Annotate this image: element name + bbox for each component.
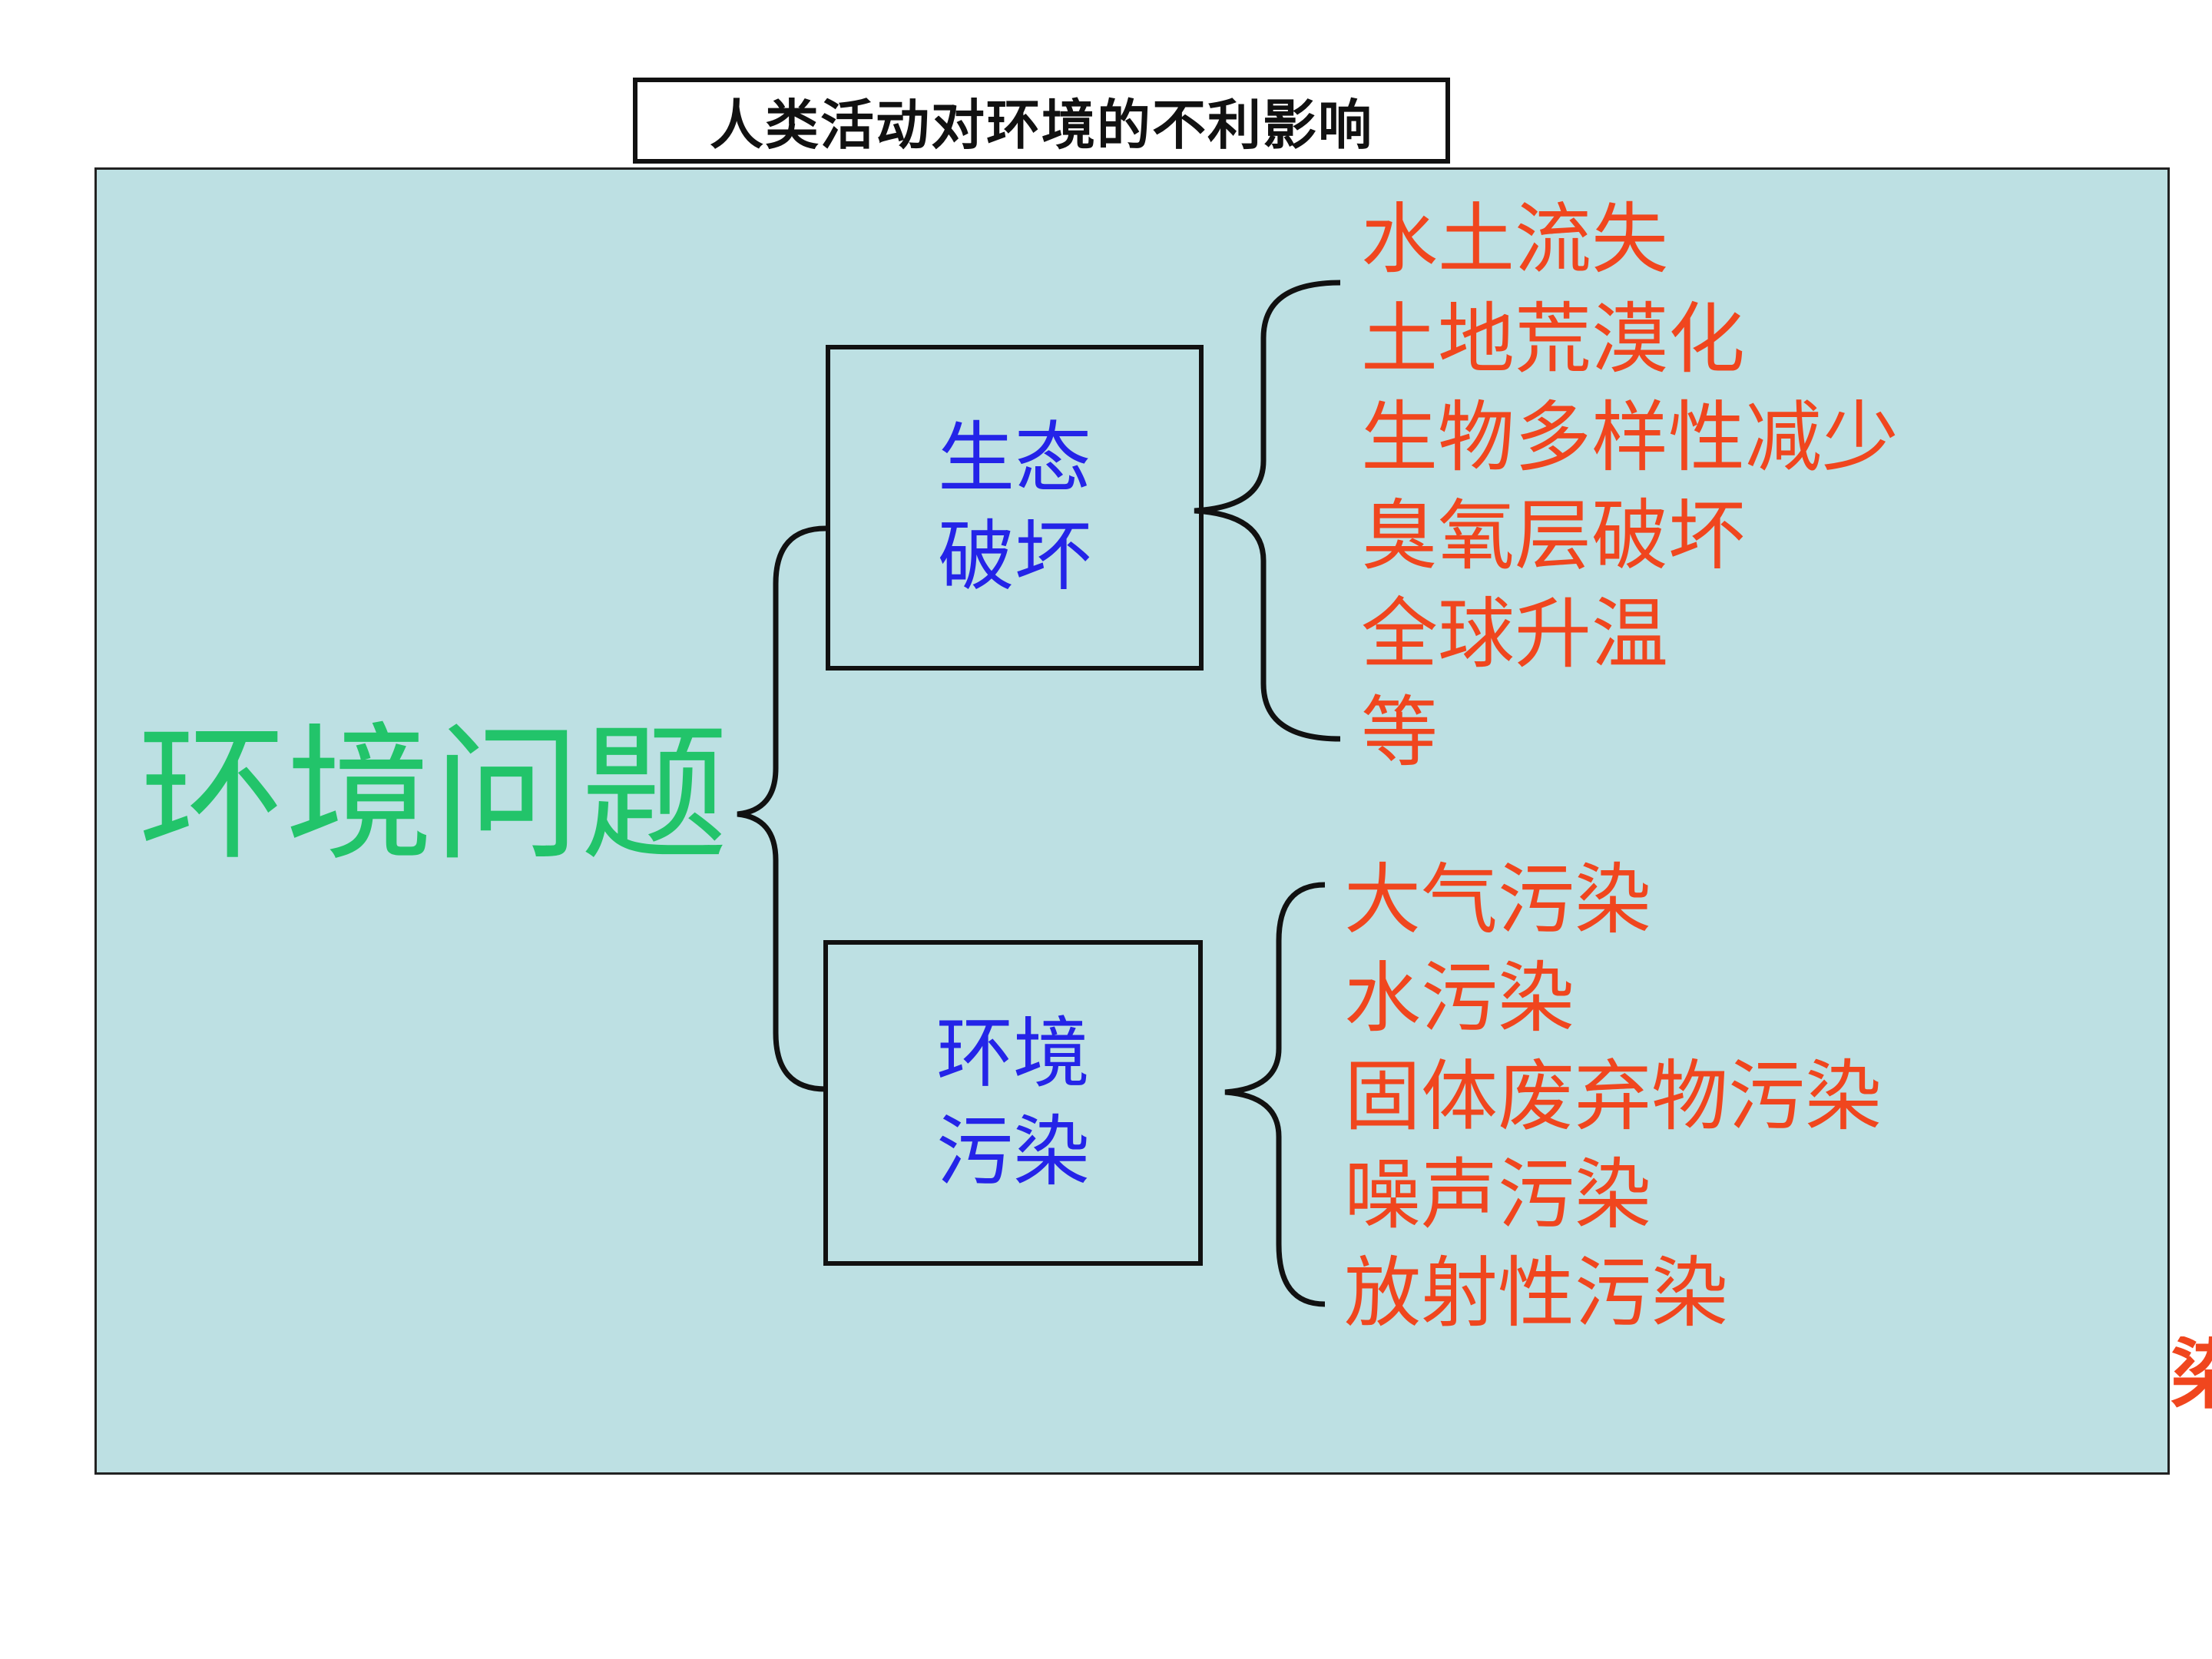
root-node: 环境问题 <box>138 710 728 881</box>
edge-text: 染 <box>2171 1336 2212 1419</box>
pollution-item: 水污染 <box>1344 953 1575 1043</box>
ecology-item: 臭氧层破坏 <box>1361 491 1745 581</box>
pollution-brace <box>1224 882 1326 1307</box>
category-label-ecology: 生态 破坏 <box>930 409 1099 606</box>
ecology-item: 全球升温 <box>1361 589 1668 679</box>
category-box-pollution: 环境 污染 <box>823 940 1203 1266</box>
root-brace <box>737 525 826 1092</box>
ecology-item: 等 <box>1361 687 1438 777</box>
category-label-line: 破坏 <box>938 512 1091 601</box>
edge-text-fragment: 染 <box>2171 1336 2212 1429</box>
pollution-item: 固体废弃物污染 <box>1344 1051 1882 1141</box>
diagram-panel <box>94 167 2170 1475</box>
ecology-item: 水土流失 <box>1361 194 1668 284</box>
ecology-item: 生物多样性减少 <box>1361 392 1899 482</box>
ecology-brace <box>1194 280 1341 742</box>
diagram-title: 人类活动对环境的不利影响 <box>633 78 1450 164</box>
pollution-item: 大气污染 <box>1344 855 1651 945</box>
ecology-item: 土地荒漠化 <box>1361 294 1745 384</box>
category-box-ecology: 生态 破坏 <box>826 345 1204 671</box>
pollution-item: 放射性污染 <box>1344 1248 1728 1338</box>
category-label-pollution: 环境 污染 <box>929 1005 1098 1201</box>
category-label-line: 生态 <box>938 413 1091 503</box>
category-label-line: 环境 <box>936 1008 1090 1098</box>
category-label-line: 污染 <box>936 1107 1090 1197</box>
panel-background <box>94 167 2170 1475</box>
pollution-item: 噪声污染 <box>1344 1150 1651 1240</box>
